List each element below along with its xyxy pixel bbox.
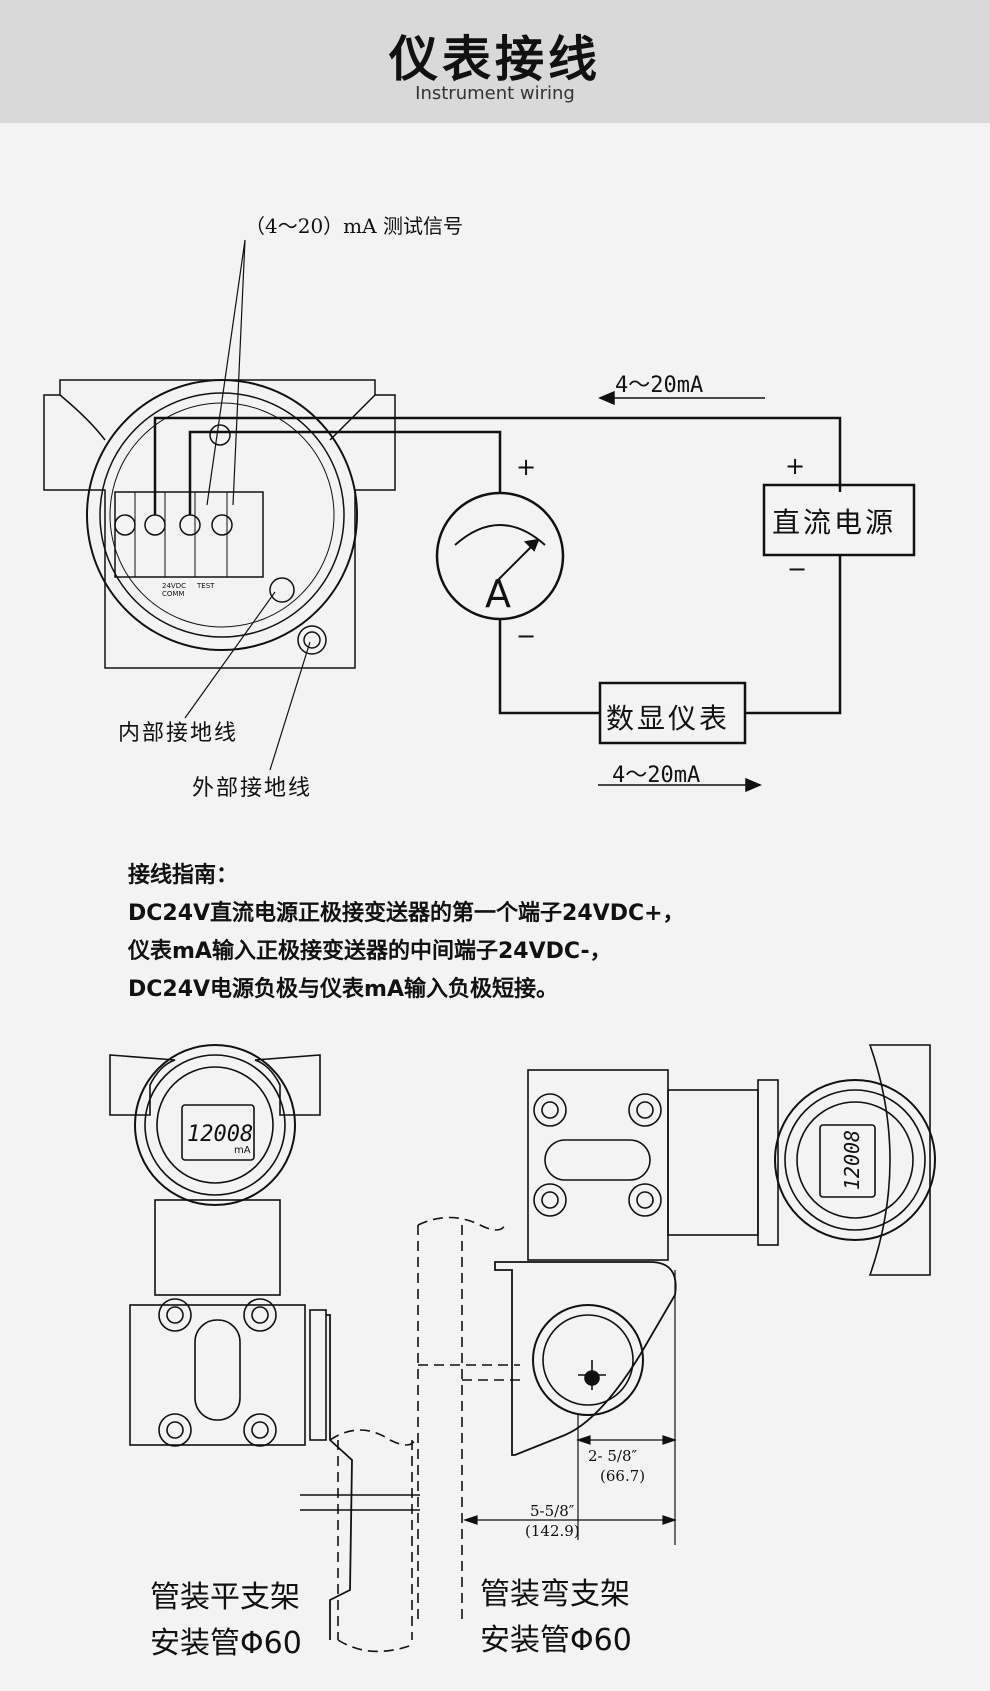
guide-heading: 接线指南： bbox=[128, 863, 239, 888]
page-subtitle: Instrument wiring bbox=[415, 83, 575, 104]
dim-small-inch: 2- 5/8″ bbox=[588, 1447, 638, 1465]
right-display-reading: 12008 bbox=[840, 1129, 865, 1191]
right-caption-line2: 安装管Φ60 bbox=[480, 1623, 632, 1658]
leader-lines bbox=[184, 239, 311, 771]
left-transmitter bbox=[109, 1044, 327, 1447]
current-label-bottom: 4～20mA bbox=[612, 763, 701, 788]
dimension-lines bbox=[463, 1270, 677, 1545]
external-circuit bbox=[395, 416, 842, 715]
current-arrow-top bbox=[598, 390, 765, 406]
right-bracket bbox=[494, 1261, 677, 1456]
current-arrow-bottom bbox=[598, 777, 762, 793]
wiring-guide: 接线指南： DC24V直流电源正极接变送器的第一个端子24VDC+， 仪表mA输… bbox=[128, 857, 685, 1009]
test-signal-label: （4～20）mA 测试信号 bbox=[245, 214, 463, 238]
right-pipe bbox=[417, 1216, 520, 1625]
left-display-reading: 12008 bbox=[187, 1122, 254, 1147]
terminal-label-comm: COMM bbox=[162, 590, 185, 598]
internal-ground-label: 内部接地线 bbox=[118, 721, 239, 746]
left-bracket bbox=[300, 1314, 420, 1640]
guide-line-2: 仪表mA输入正极接变送器的中间端子24VDC-， bbox=[128, 939, 612, 964]
terminal-screws bbox=[114, 424, 327, 655]
left-caption: 管装平支架 安装管Φ60 bbox=[150, 1575, 302, 1667]
terminal-label-test: TEST bbox=[197, 582, 215, 590]
right-caption-line1: 管装弯支架 bbox=[480, 1577, 630, 1612]
dim-small-mm: (66.7) bbox=[600, 1467, 646, 1485]
ammeter bbox=[435, 491, 565, 621]
digital-meter-label: 数显仪表 bbox=[606, 702, 731, 735]
page-title: 仪表接线 bbox=[388, 31, 601, 88]
ammeter-letter: A bbox=[485, 572, 511, 616]
right-transmitter bbox=[527, 1044, 936, 1276]
power-plus: + bbox=[785, 452, 806, 480]
header-band: 仪表接线 Instrument wiring bbox=[0, 0, 990, 123]
dc-power-box bbox=[762, 483, 916, 557]
digital-meter-box bbox=[598, 681, 747, 745]
left-display-unit: mA bbox=[234, 1145, 251, 1156]
guide-line-3: DC24V电源负极与仪表mA输入负极短接。 bbox=[128, 977, 559, 1002]
internal-wires bbox=[153, 416, 395, 515]
left-pipe bbox=[329, 1429, 416, 1653]
dc-power-label: 直流电源 bbox=[772, 506, 897, 539]
current-label-top: 4～20mA bbox=[615, 373, 704, 398]
ammeter-minus: − bbox=[516, 622, 537, 650]
external-ground-label: 外部接地线 bbox=[192, 776, 313, 801]
right-caption: 管装弯支架 安装管Φ60 bbox=[480, 1572, 632, 1664]
left-caption-line2: 安装管Φ60 bbox=[150, 1626, 302, 1661]
ammeter-plus: + bbox=[516, 453, 537, 481]
terminal-label-24vdc: 24VDC bbox=[162, 582, 186, 590]
dim-large-inch: 5-5/8″ bbox=[530, 1502, 575, 1520]
power-minus: − bbox=[787, 555, 808, 583]
dim-large-mm: (142.9) bbox=[525, 1522, 580, 1540]
left-caption-line1: 管装平支架 bbox=[150, 1580, 300, 1615]
guide-line-1: DC24V直流电源正极接变送器的第一个端子24VDC+， bbox=[128, 901, 685, 926]
